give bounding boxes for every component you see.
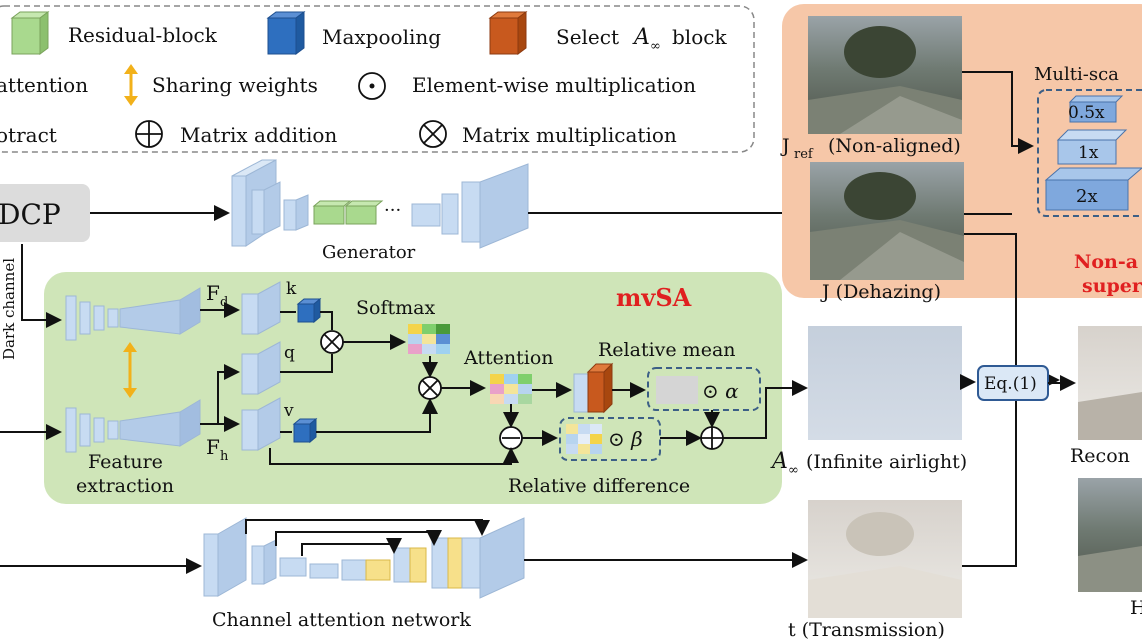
generator-dots: ··· (384, 200, 401, 221)
matrix-addition-icon (135, 120, 163, 148)
k-maxpool-block (296, 297, 322, 324)
scale-05-label: 0.5x (1068, 103, 1105, 123)
attention-label: Attention (463, 347, 554, 369)
h-label: H (1130, 597, 1142, 619)
legend-maxpooling-label: Maxpooling (322, 25, 441, 49)
dark-channel-arrow (21, 244, 62, 328)
attention-matrix (490, 374, 532, 404)
airlight-symbol: A (770, 449, 788, 474)
nonaligned-label-1: Non-a (1074, 251, 1138, 273)
relative-mean-label: Relative mean (598, 339, 736, 361)
addition-icon (700, 426, 724, 450)
transmission-to-eq-line (962, 396, 1017, 567)
airlight-image (808, 326, 962, 440)
scale-2-label: 2x (1076, 186, 1098, 207)
alpha-box: ⊙ α (647, 367, 761, 411)
v-label: v (283, 401, 294, 421)
softmax-label: Softmax (356, 297, 435, 319)
jref-to-multiscale-arrow (962, 71, 1034, 154)
transmission-image (808, 500, 962, 618)
j-dehazing-image (810, 162, 964, 280)
legend-attention-label: attention (0, 73, 88, 97)
jref-main-label: J (780, 135, 790, 157)
k-label: k (286, 279, 297, 299)
skip-connection-middle (275, 530, 442, 546)
multiscale-label: Multi-sca (1034, 64, 1119, 85)
v-to-subtract-arrow (269, 447, 519, 465)
feature-extraction-line2: extraction (76, 475, 174, 497)
v-to-attention-arrow (316, 398, 438, 433)
add-to-airlight-arrow (723, 380, 808, 439)
subtraction-icon (499, 426, 523, 450)
legend-select-symbol: A (632, 25, 650, 50)
matrix-multiplication-icon (419, 120, 447, 148)
feature-extraction-line1: Feature (88, 451, 163, 473)
legend-sharing-label: Sharing weights (152, 73, 318, 97)
alpha-op-label: ⊙ α (702, 379, 739, 403)
jref-image (808, 16, 962, 134)
legend-subtract-label: otract (0, 123, 57, 147)
feature-extractor-bottom (65, 399, 201, 453)
dcp-label: DCP (0, 198, 61, 231)
k-block (241, 281, 281, 335)
legend-select-sub: ∞ (650, 39, 661, 54)
attention-multiplication-icon (418, 376, 442, 400)
eq1-box: Eq.(1) (977, 365, 1049, 401)
scale-1-label: 1x (1078, 143, 1099, 163)
fd-label: F (206, 281, 220, 305)
softmax-matrix (408, 324, 450, 354)
channel-attention-network (203, 517, 525, 599)
beta-box: ⊙ β (559, 417, 661, 461)
skip-connection-outer (245, 519, 490, 536)
airlight-sub: ∞ (788, 463, 799, 478)
generator-network: ··· (231, 159, 529, 249)
legend-select-suffix: block (672, 25, 727, 49)
legend-addition-label: Matrix addition (180, 123, 337, 147)
skip-connection-inner (301, 538, 402, 556)
beta-op-label: ⊙ β (608, 427, 643, 451)
sharing-weights-arrow (123, 342, 137, 398)
airlight-label: (Infinite airlight) (806, 451, 967, 473)
jref-rest-label: (Non-aligned) (828, 135, 961, 157)
v-maxpool-block (292, 417, 318, 444)
maxpooling-icon (266, 11, 306, 55)
watermark: @稀土掘金技术社区 (998, 618, 1124, 634)
v-block (241, 397, 281, 451)
kq-multiplication-icon (320, 330, 344, 354)
select-a-block (573, 362, 614, 414)
jref-sub-label: ref (794, 147, 814, 162)
j-dehazing-label: J (Dehazing) (820, 281, 941, 303)
relative-difference-label: Relative difference (508, 475, 690, 497)
feature-extractor-top (65, 287, 201, 341)
legend-residual-label: Residual-block (68, 23, 218, 47)
reconstruction-image (1078, 326, 1142, 440)
elementwise-multiplication-icon (358, 72, 386, 100)
dark-channel-label: Dark channel (0, 258, 18, 360)
generator-label: Generator (322, 242, 416, 263)
fd-sub: d (220, 295, 228, 310)
legend-elementwise-label: Element-wise multiplication (412, 73, 696, 97)
q-to-mult-line (280, 354, 333, 373)
multiscale-box (1037, 89, 1142, 217)
residual-block-icon (10, 11, 50, 55)
hazy-image (1078, 478, 1142, 592)
k-to-mult-line (320, 311, 333, 330)
sharing-weights-icon (124, 64, 138, 106)
eq1-label: Eq.(1) (984, 374, 1037, 394)
legend-multiplication-label: Matrix multiplication (462, 123, 677, 147)
fh-label: F (206, 435, 220, 459)
nonaligned-label-2: super (1082, 275, 1142, 297)
fh-sub: h (220, 449, 229, 464)
reconstruction-label: Recon (1070, 445, 1130, 467)
mvsa-title: mvSA (616, 283, 692, 312)
legend-select-prefix: Select (556, 25, 619, 49)
legend-box: Residual-block Maxpooling Select A ∞ blo… (0, 5, 755, 153)
transmission-label: t (Transmission) (788, 619, 945, 641)
q-block (241, 341, 281, 395)
channel-attention-label: Channel attention network (212, 609, 471, 631)
dcp-box: DCP (0, 184, 90, 242)
select-block-icon (488, 11, 528, 55)
q-label: q (284, 343, 295, 363)
